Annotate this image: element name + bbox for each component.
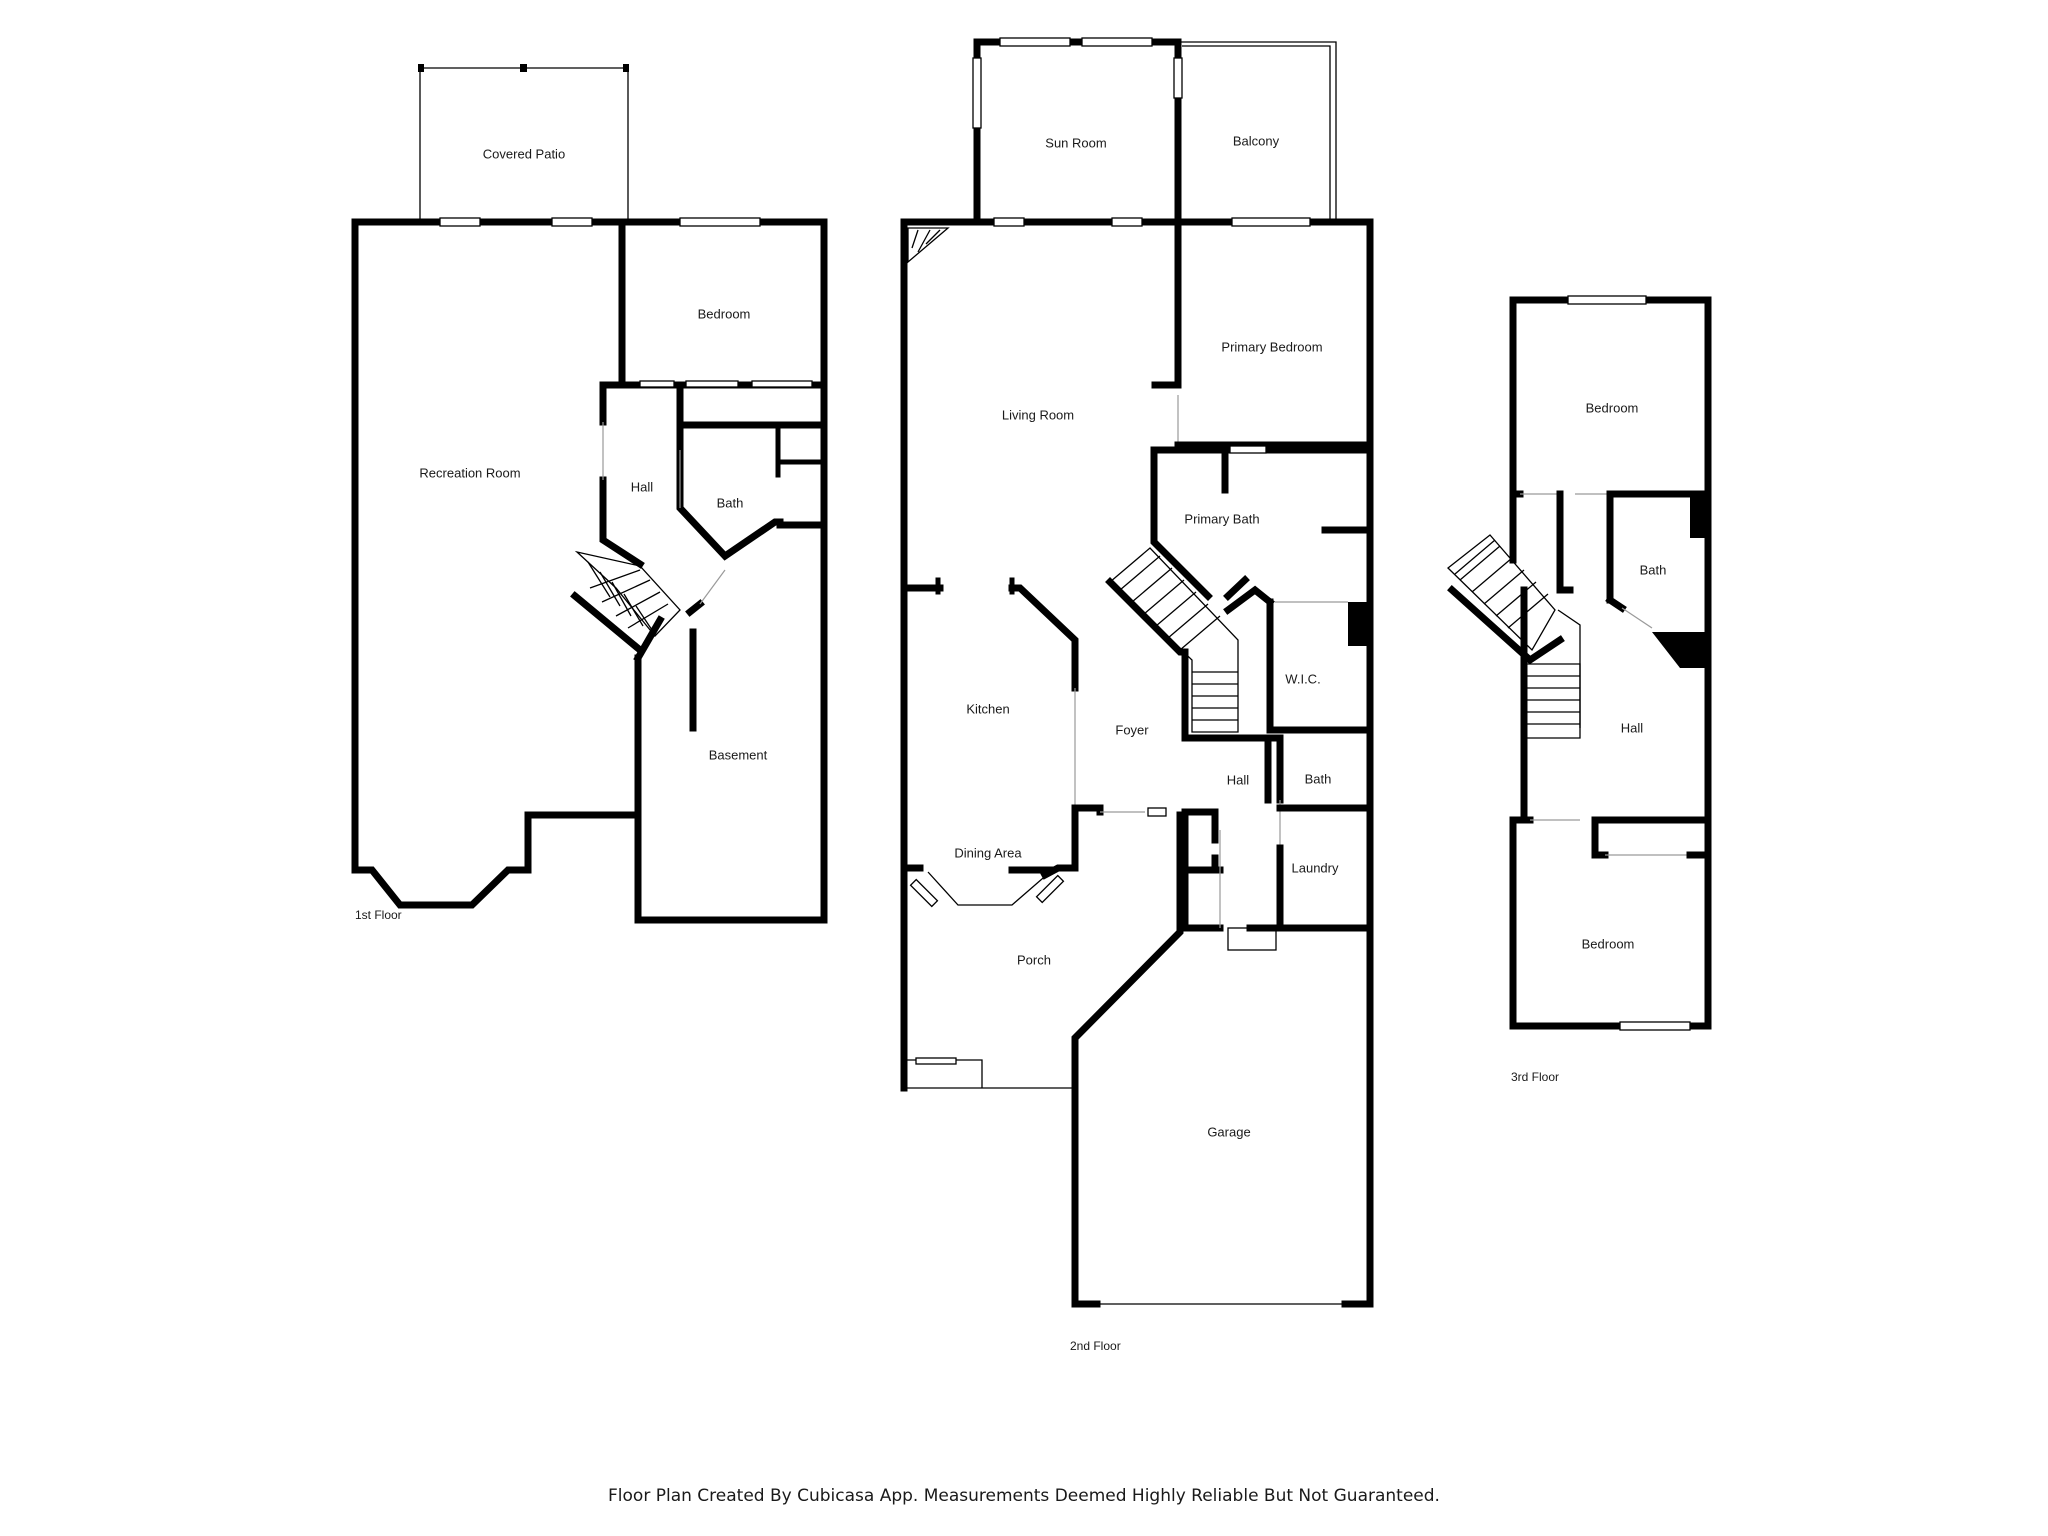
recreation-room-label: Recreation Room — [419, 465, 520, 480]
second-floor-plan — [900, 37, 1374, 1308]
hall-2-label: Hall — [1227, 772, 1250, 787]
first-floor-plan — [351, 64, 828, 924]
kitchen-label: Kitchen — [966, 701, 1009, 716]
bath-label: Bath — [717, 495, 744, 510]
hall-3-label: Hall — [1621, 720, 1644, 735]
living-room-label: Living Room — [1002, 407, 1074, 422]
foyer-label: Foyer — [1115, 722, 1149, 737]
covered-patio-label: Covered Patio — [483, 146, 565, 161]
hall-label: Hall — [631, 479, 654, 494]
garage-label: Garage — [1207, 1124, 1250, 1139]
first-floor-label: 1st Floor — [355, 908, 402, 922]
wic-label: W.I.C. — [1285, 671, 1320, 686]
basement-label: Basement — [709, 747, 768, 762]
second-floor-stairs — [1105, 547, 1279, 742]
second-floor-label: 2nd Floor — [1070, 1339, 1121, 1353]
third-floor-label: 3rd Floor — [1511, 1070, 1559, 1084]
balcony-label: Balcony — [1233, 133, 1280, 148]
bath-2-label: Bath — [1305, 771, 1332, 786]
porch-label: Porch — [1017, 952, 1051, 967]
bedroom-label: Bedroom — [698, 306, 751, 321]
dining-area-label: Dining Area — [954, 845, 1022, 860]
footer-disclaimer: Floor Plan Created By Cubicasa App. Meas… — [608, 1486, 1440, 1506]
laundry-label: Laundry — [1292, 860, 1339, 875]
primary-bedroom-label: Primary Bedroom — [1221, 339, 1322, 354]
bath-3-label: Bath — [1640, 562, 1667, 577]
third-floor-stairs — [1447, 534, 1581, 739]
sun-room-label: Sun Room — [1045, 135, 1106, 150]
bedroom-3a-label: Bedroom — [1586, 400, 1639, 415]
first-floor-stairs — [570, 550, 681, 655]
primary-bath-label: Primary Bath — [1184, 511, 1259, 526]
bedroom-3b-label: Bedroom — [1582, 936, 1635, 951]
third-floor-plan — [1447, 295, 1712, 1031]
